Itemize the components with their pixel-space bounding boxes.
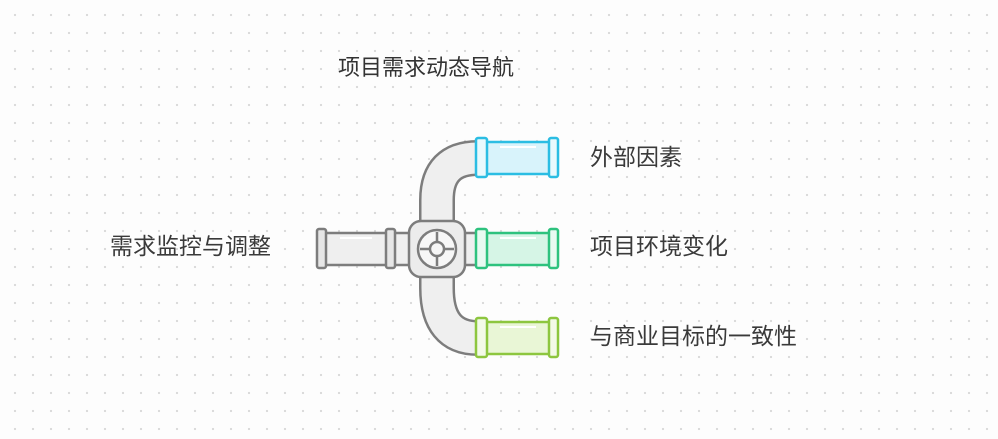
diagram-title: 项目需求动态导航 xyxy=(338,56,515,81)
branch-label-alignment: 与商业目标的一致性 xyxy=(590,324,797,350)
branch-label-environment: 项目环境变化 xyxy=(590,234,728,260)
valve-hub xyxy=(407,219,467,279)
branch-pipe-environment xyxy=(474,227,560,270)
source-label: 需求监控与调整 xyxy=(110,234,271,260)
branch-pipe-alignment xyxy=(474,316,560,359)
source-pipe xyxy=(315,227,416,270)
branch-label-external: 外部因素 xyxy=(590,145,682,171)
elbow-pipes xyxy=(419,140,480,356)
branch-pipe-external xyxy=(474,136,560,179)
